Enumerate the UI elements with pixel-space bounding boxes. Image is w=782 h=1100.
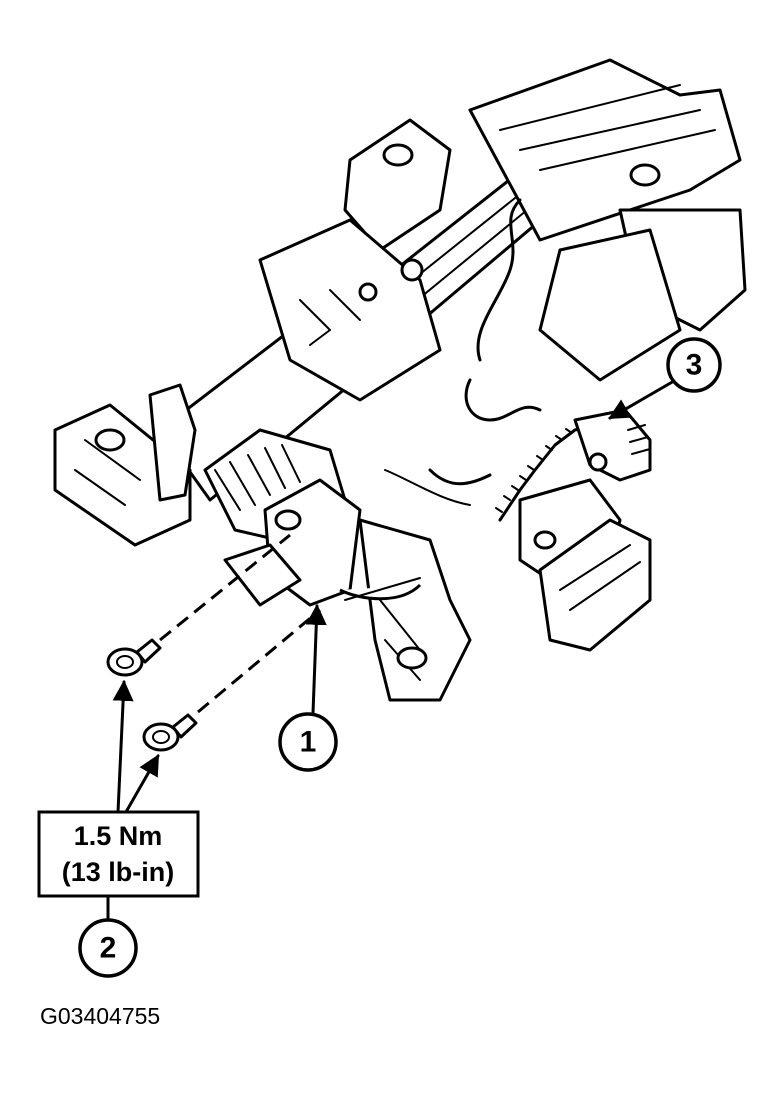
sensor-connector-assembly <box>495 408 652 652</box>
callout-3: 3 <box>608 337 722 420</box>
callout-1-leader <box>305 603 327 715</box>
callout-2-number: 2 <box>100 932 117 965</box>
callout-3-leader <box>608 379 676 420</box>
screw-upper <box>106 638 162 677</box>
torque-leader-lower <box>124 754 160 814</box>
callout-3-number: 3 <box>686 349 703 382</box>
figure-id-label: G03404755 <box>40 1003 161 1029</box>
torque-callout: 1.5 Nm (13 lb-in) 2 <box>37 679 200 978</box>
callout-3-circle <box>666 337 722 393</box>
torque-spec-imperial: (13 lb-in) <box>62 857 175 887</box>
alignment-lines <box>159 533 321 714</box>
torque-spec-box <box>37 810 200 898</box>
torque-spec-metric: 1.5 Nm <box>74 821 163 851</box>
callout-1-number: 1 <box>300 726 317 759</box>
callout-2-circle <box>78 918 138 978</box>
callout-1: 1 <box>278 603 338 772</box>
sensor-module <box>203 428 472 702</box>
callout-1-circle <box>278 712 338 772</box>
screw-lower <box>142 713 198 752</box>
torque-leader-upper <box>112 679 134 814</box>
steering-column-assembly <box>53 58 747 547</box>
